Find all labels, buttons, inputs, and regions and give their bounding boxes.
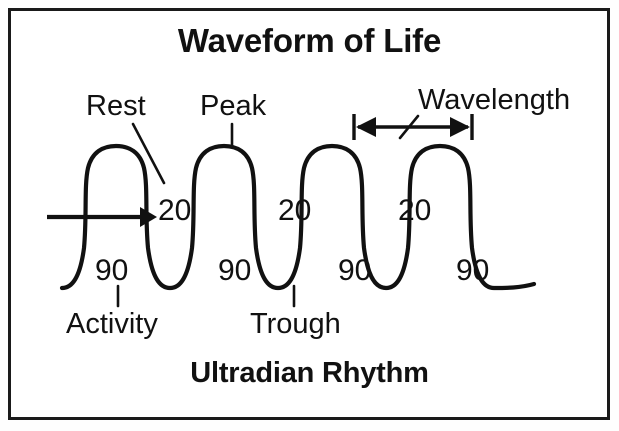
trough-value-1: 20 [158,194,192,227]
callout-activity: Activity [66,308,158,340]
footer-label: Ultradian Rhythm [190,357,429,389]
callout-trough: Trough [250,308,341,340]
callout-rest: Rest [86,90,146,122]
peak-value-4: 90 [456,254,490,287]
trough-value-3: 20 [398,194,432,227]
callout-wavelength: Wavelength [418,84,571,116]
callout-peak: Peak [200,90,267,122]
peak-value-2: 90 [218,254,252,287]
trough-value-2: 20 [278,194,312,227]
page-title: Waveform of Life [177,22,442,59]
peak-value-3: 90 [338,254,372,287]
peak-value-1: 90 [95,254,129,287]
